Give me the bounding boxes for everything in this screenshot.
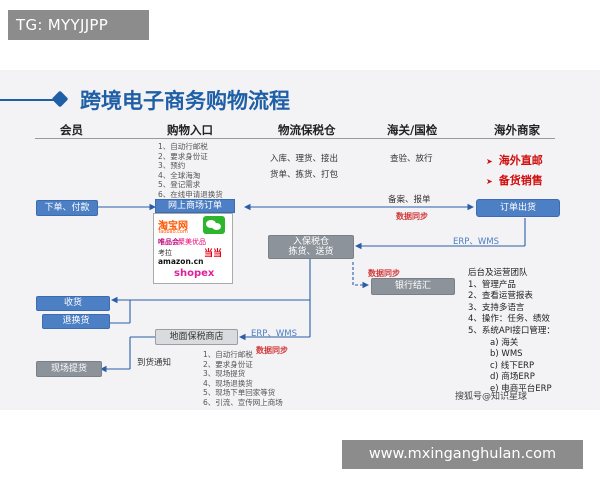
entry-feature: 6、在线申请退换货 [158,189,223,199]
kaola-logo: 考拉 [158,249,172,257]
label-filing: 备案、报单 [388,195,431,205]
bonded-in-label: 入保税仓 [292,237,329,247]
store-feature: 6、引流、宣传网上商场 [203,397,283,407]
node-bank-settle: 银行结汇 [371,278,455,295]
title-rule [0,99,55,101]
entry-feature: 3、预约 [158,161,186,170]
entry-feature: 1、自动行邮税 [158,142,208,151]
backend-item: 2、查看运营报表 [468,291,533,302]
column-head-member: 会员 [60,123,83,137]
node-local-store: 地面保税商店 [155,329,238,345]
label-sync-1: 数据同步 [396,212,428,221]
backend-sub-item: a) 海关 [490,337,519,348]
taobao-logo: 淘宝网 [158,221,188,232]
node-return: 退换货 [42,314,110,329]
bonded-pick-label: 拣货、送货 [288,247,334,257]
node-bonded-warehouse: 入保税仓 拣货、送货 [268,235,354,259]
node-online-order: 网上商场订单 [155,199,235,213]
watermark-tag: TG: MYYJJPP [8,10,149,40]
footer-watermark: 搜狐号@知识星球 [455,392,528,402]
warehouse-ops-line: 货单、拣货、打包 [270,170,339,180]
store-feature: 1、自动行邮税 [203,350,253,359]
wechat-icon [203,216,225,234]
header-rule [35,138,555,139]
label-notify: 到货通知 [137,358,172,368]
backend-team-list: 后台及运营团队 1、管理产品 2、查看运营报表 3、支持多语言 4、操作：任务、… [468,268,555,396]
backend-sub-item: d) 商场ERP [490,372,535,383]
backend-heading: 后台及运营团队 [468,268,528,278]
dangdang-logo: 当当 [204,249,223,259]
customs-ops: 查验、放行 [390,154,433,164]
label-sync-3: 数据同步 [256,346,288,355]
node-order-pay: 下单、付款 [36,200,98,216]
label-sync-2: 数据同步 [368,269,400,278]
backend-sub-item: e) 电商平台ERP [490,383,552,394]
backend-item: 3、支持多语言 [468,302,525,313]
taobao-domain: Taobao.com [158,229,188,235]
triangle-right-icon: ➤ [486,157,493,166]
store-feature: 4、现场退换货 [203,378,253,388]
node-order-ship: 订单出货 [476,199,560,217]
platform-logos-panel: 淘宝网 Taobao.com 唯品会 聚美优品 考拉 amazon.cn 当当 … [153,213,233,284]
store-feature: 2、要求身份证 [203,359,253,369]
label-erp-wms-1: ERP、WMS [453,237,500,247]
merchant-item-direct: ➤海外直邮 [486,154,543,167]
node-receive: 收货 [36,296,110,311]
backend-item: 4、操作：任务、绩效 [468,314,550,325]
column-head-warehouse: 物流保税仓 [278,123,336,137]
backend-item: 1、管理产品 [468,279,516,290]
entry-feature: 2、要求身份证 [158,151,208,161]
label-erp-wms-2: ERP、WMS [251,329,298,339]
node-pickup: 现场提货 [36,361,102,377]
vip-logo: 唯品会 [158,238,179,246]
watermark-url: www.mxinganghulan.com [342,440,583,469]
shopex-logo: shopex [174,268,215,279]
store-feature: 5、现场下单回家等货 [203,388,276,397]
store-feature: 3、现场提货 [203,369,246,378]
triangle-right-icon: ➤ [486,177,493,186]
entry-feature: 4、全球海淘 [158,170,201,180]
merchant-item-stock: ➤备货销售 [486,174,543,187]
column-head-entry: 购物入口 [167,123,213,137]
column-head-customs: 海关/国检 [387,123,438,137]
backend-sub-item: b) WMS [490,349,523,360]
warehouse-ops-line: 入库、理货、接出 [270,154,339,164]
entry-feature: 5、登记需求 [158,180,201,189]
backend-item: 5、系统API接口管理： [468,325,555,336]
column-head-merchant: 海外商家 [494,123,540,137]
amazon-logo: amazon.cn [158,257,204,266]
backend-sub-item: c) 线下ERP [490,360,535,371]
diagram-title: 跨境电子商务购物流程 [80,89,290,113]
jumei-logo: 聚美优品 [178,238,206,246]
